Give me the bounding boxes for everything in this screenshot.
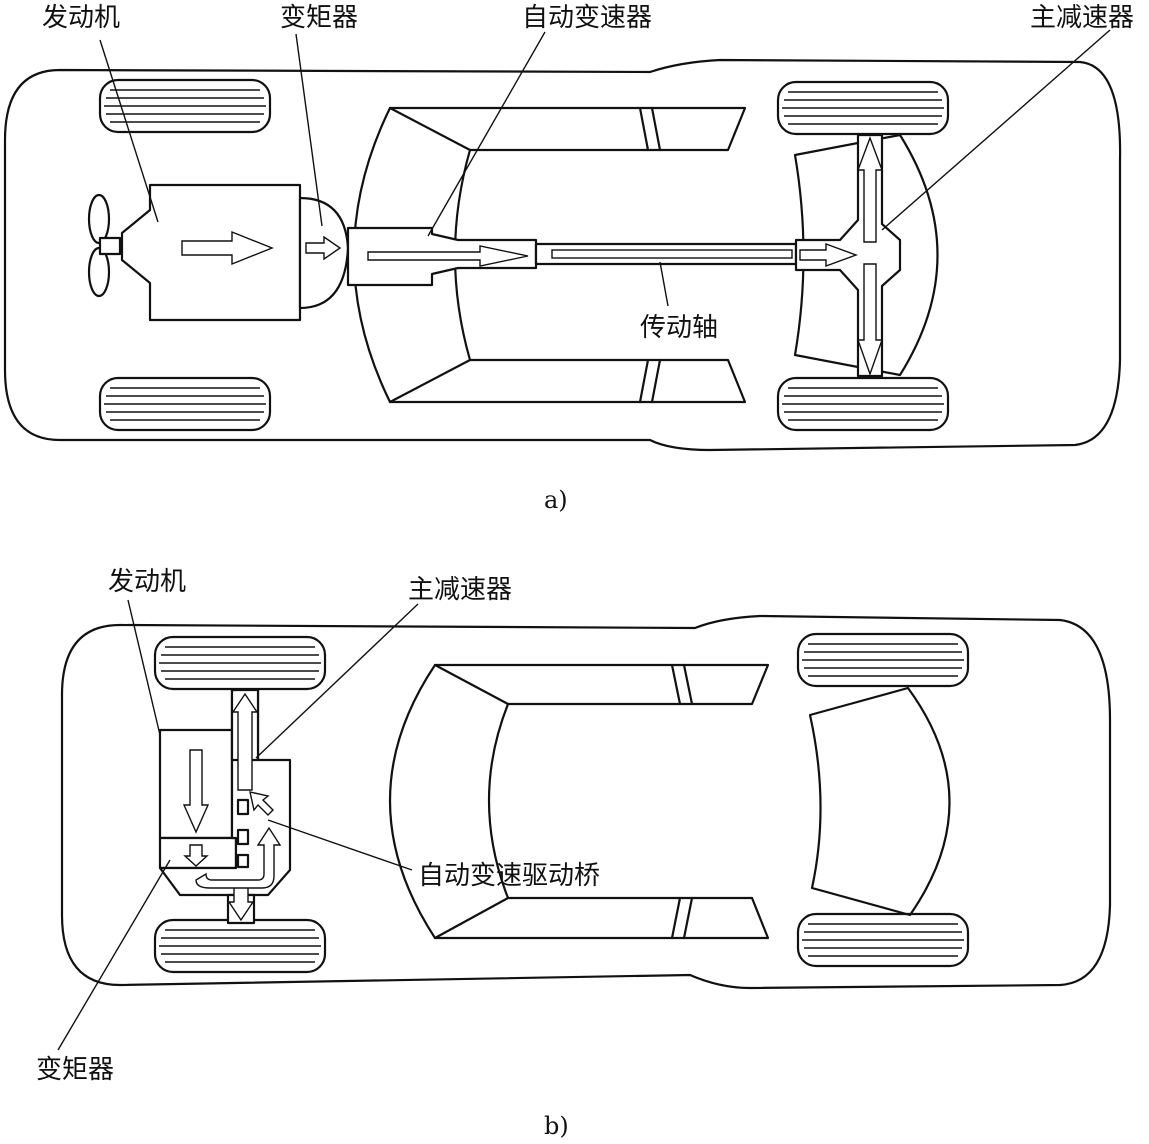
leader-engine-a	[99, 39, 159, 223]
axle-arrow-down	[857, 263, 883, 377]
wheel-b-rear-left	[796, 632, 970, 688]
label-final-drive-b: 主减速器	[408, 575, 512, 605]
leader-final-drive-a	[881, 29, 1111, 231]
engine-arrow-a	[181, 230, 274, 266]
wheel-front-right	[98, 376, 272, 432]
flow-arrow-b	[195, 826, 282, 889]
label-drive-shaft-a: 传动轴	[640, 313, 718, 343]
leader-transmission-a	[427, 31, 546, 237]
leader-torque-converter-a	[295, 33, 323, 227]
diagram-a: 发动机 变矩器 自动变速器 主减速器 传动轴 a)	[3, 3, 1134, 514]
diagram-b: 发动机 主减速器 自动变速驱动桥 变矩器 b)	[36, 567, 1112, 1140]
torque-converter-arrow-b	[183, 844, 209, 867]
final-drive-arrow-b	[249, 791, 274, 816]
wheel-rear-left	[776, 80, 950, 136]
label-transmission-a: 自动变速器	[522, 3, 652, 33]
label-torque-converter-a: 变矩器	[280, 3, 358, 33]
cabin-outline	[352, 106, 939, 404]
leader-transaxle-b	[267, 819, 413, 871]
fan	[87, 193, 122, 298]
axle-arrow-up-b	[231, 692, 259, 791]
leader-final-drive-b	[255, 603, 419, 759]
cabin-outline-b	[388, 663, 951, 940]
engine-arrow-b	[182, 749, 210, 834]
label-torque-converter-b: 变矩器	[36, 1055, 114, 1085]
gear-3-b	[236, 853, 250, 869]
leader-torque-converter-b	[57, 859, 171, 1051]
axle-arrow-up	[856, 136, 884, 243]
leader-drive-shaft-a	[659, 261, 669, 307]
label-final-drive-a: 主减速器	[1030, 3, 1134, 33]
wheel-rear-right	[776, 376, 950, 432]
transmission-arrow-a	[367, 245, 529, 267]
car-body-outline	[3, 58, 1122, 452]
caption-b: b)	[544, 1112, 569, 1140]
wheel-front-left	[98, 78, 272, 134]
gear-1-b	[236, 798, 250, 816]
label-engine-a: 发动机	[42, 3, 120, 33]
label-engine-b: 发动机	[108, 567, 186, 597]
final-drive-arrow-center	[799, 242, 859, 268]
torque-converter-arrow-a	[305, 235, 342, 261]
wheel-b-front-left	[153, 635, 327, 691]
wheel-b-rear-right	[796, 912, 970, 968]
wheel-b-front-right	[153, 918, 327, 974]
caption-a: a)	[544, 486, 568, 514]
label-transaxle-b: 自动变速驱动桥	[418, 861, 600, 891]
leader-engine-b	[127, 599, 161, 736]
drive-shaft-arrow-a	[551, 249, 793, 259]
car-body-outline-b	[60, 614, 1112, 990]
gear-2-b	[236, 828, 250, 846]
